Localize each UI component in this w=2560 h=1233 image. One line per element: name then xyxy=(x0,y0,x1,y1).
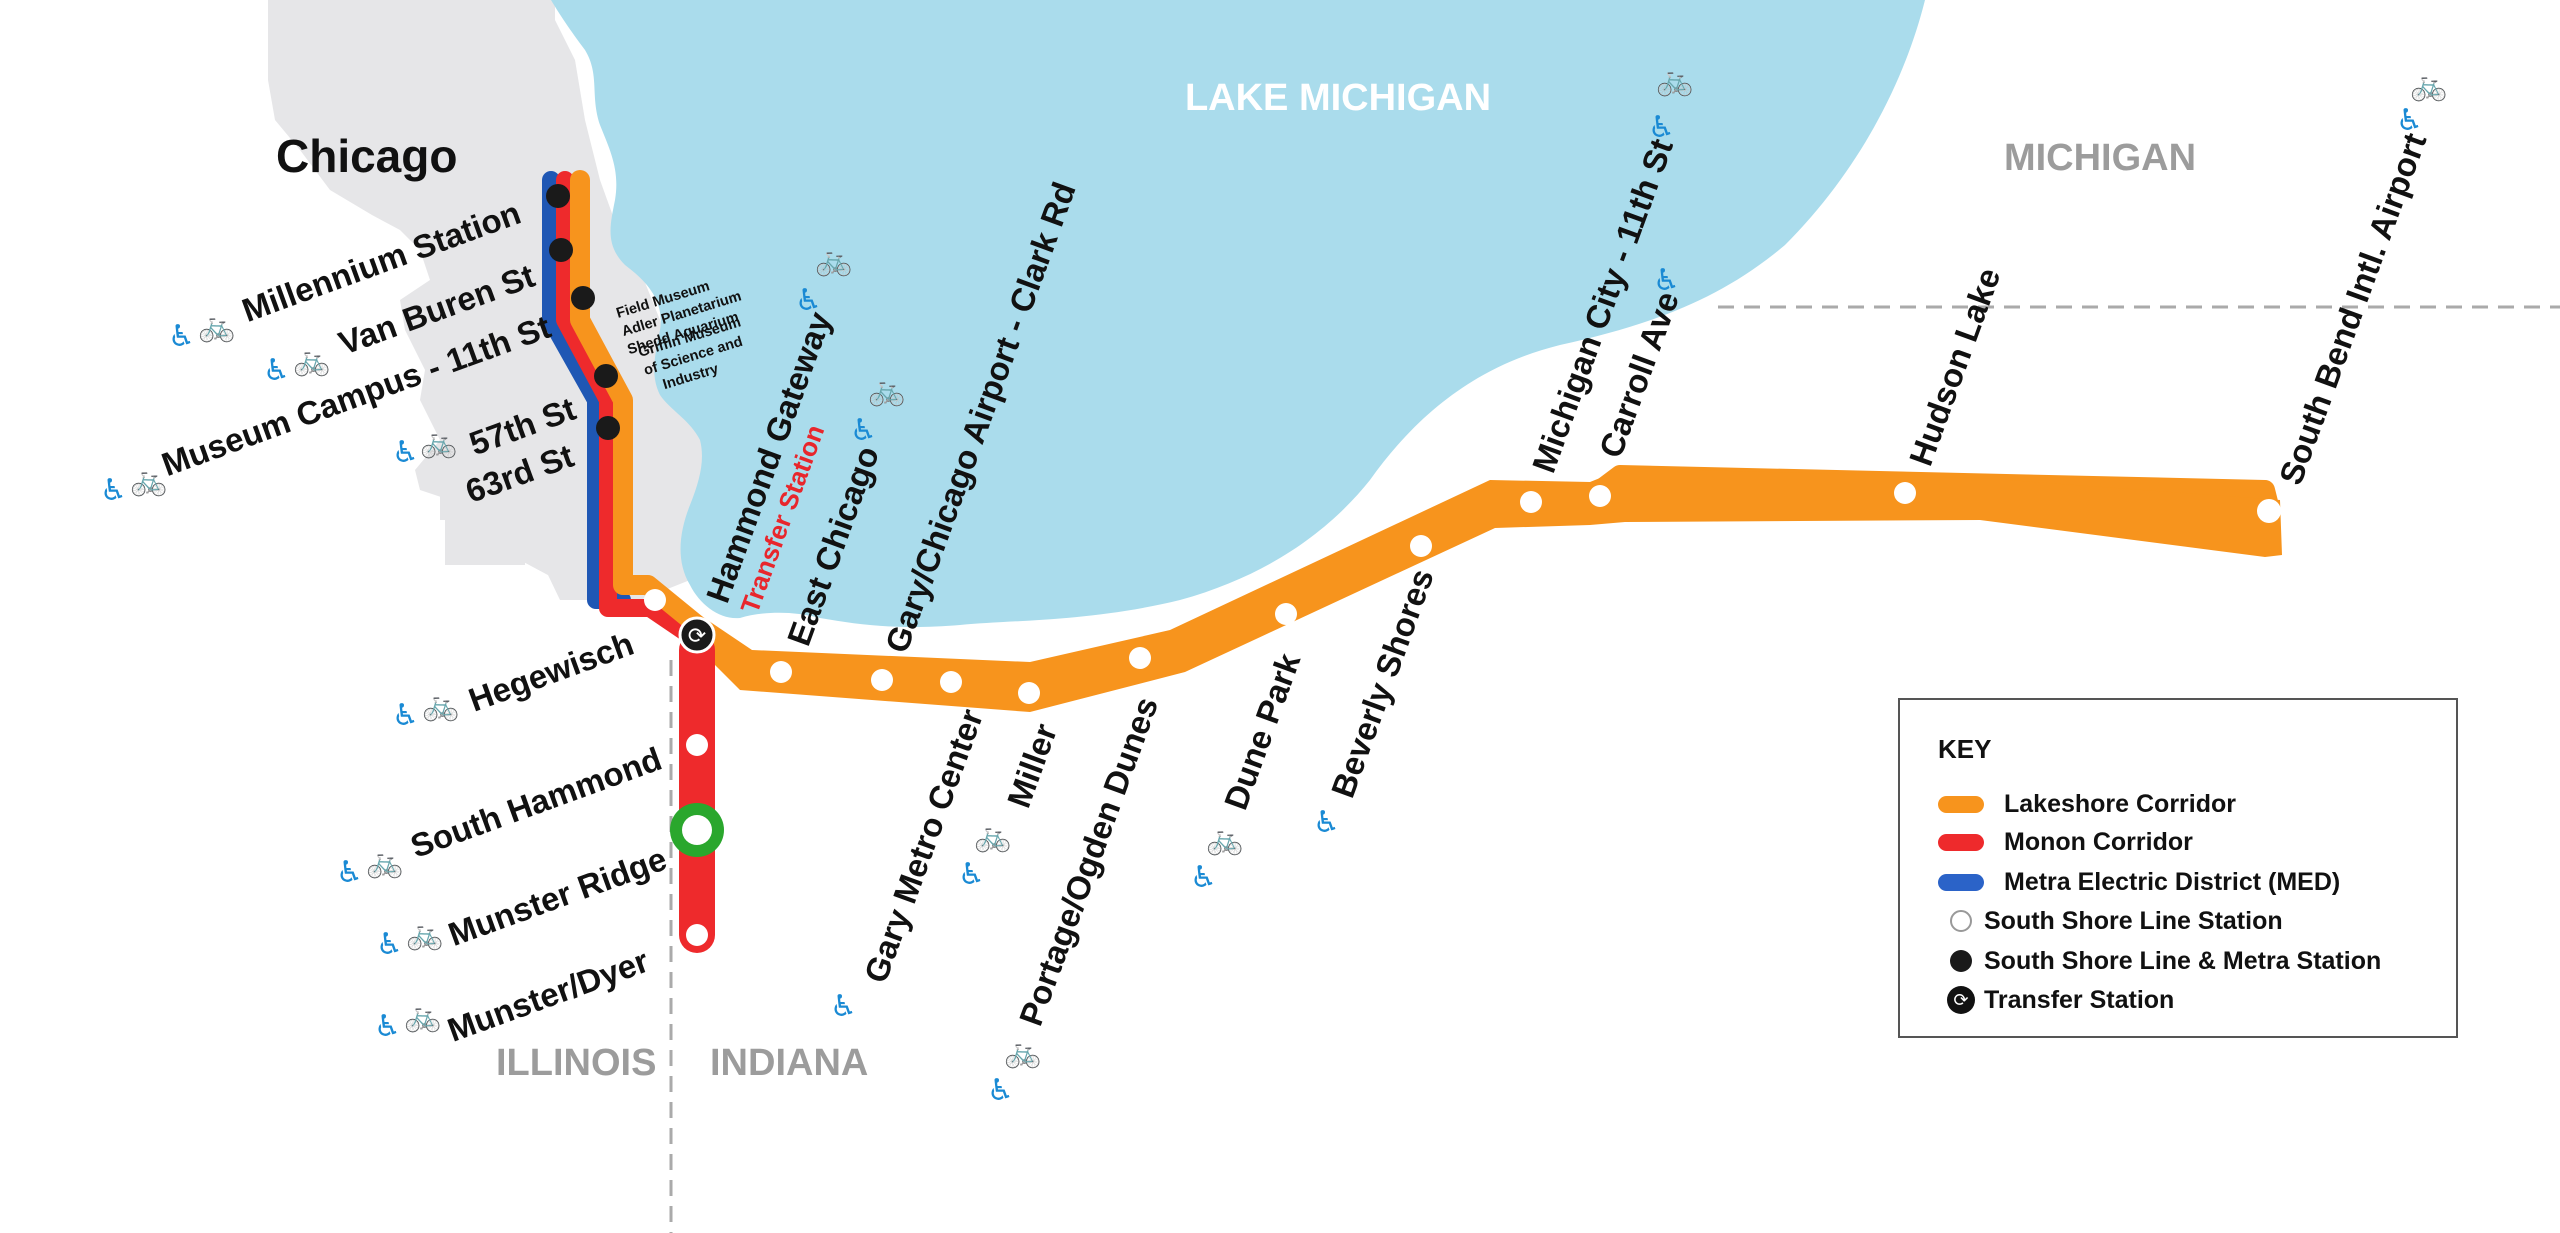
station-portage[interactable] xyxy=(1129,647,1151,669)
key-row-ssl-station: South Shore Line Station xyxy=(1938,903,2283,939)
bicycle-icon: 🚲 xyxy=(198,309,235,344)
station-munster-dyer[interactable] xyxy=(686,924,708,946)
monon-swatch xyxy=(1938,833,1984,851)
station-munster-ridge[interactable] xyxy=(682,815,712,845)
station-east-chicago[interactable] xyxy=(770,661,792,683)
wheelchair-icon: ♿ xyxy=(263,353,290,388)
station-hudson-lake[interactable] xyxy=(1894,482,1916,504)
label-dune-park: Dune Park xyxy=(1217,648,1308,815)
key-row-transfer: ⟳ Transfer Station xyxy=(1938,982,2174,1018)
wheelchair-icon: ♿ xyxy=(168,319,195,354)
key-label-transfer: Transfer Station xyxy=(1984,985,2175,1014)
metra-swatch xyxy=(1938,873,1984,891)
station-museum-campus[interactable] xyxy=(571,286,595,310)
land-patch-1 xyxy=(440,470,560,520)
key-label-ssl-metra-station: South Shore Line & Metra Station xyxy=(1984,946,2382,975)
key-label-ssl-station: South Shore Line Station xyxy=(1984,906,2283,935)
bicycle-icon: 🚲 xyxy=(815,243,852,278)
bicycle-icon: 🚲 xyxy=(420,425,457,460)
bicycle-icon: 🚲 xyxy=(1206,822,1243,857)
label-miller: Miller xyxy=(1000,719,1064,813)
station-michigan-city[interactable] xyxy=(1520,491,1542,513)
label-hudson-lake: Hudson Lake xyxy=(1902,263,2008,470)
key-row-ssl-metra-station: South Shore Line & Metra Station xyxy=(1938,943,2381,979)
map-key: KEY Lakeshore Corridor Monon Corridor Me… xyxy=(1898,698,2458,1038)
key-label-metra: Metra Electric District (MED) xyxy=(2004,867,2341,896)
label-munster-ridge: Munster Ridge xyxy=(443,840,671,953)
bicycle-icon: 🚲 xyxy=(406,917,443,952)
station-63rd[interactable] xyxy=(596,416,620,440)
land-patch-2 xyxy=(445,515,525,565)
bicycle-icon: 🚲 xyxy=(293,343,330,378)
wheelchair-icon: ♿ xyxy=(830,989,857,1024)
station-hegewisch[interactable] xyxy=(644,589,666,611)
bicycle-icon: 🚲 xyxy=(130,463,167,498)
key-label-lakeshore: Lakeshore Corridor xyxy=(2004,789,2237,818)
bicycle-icon: 🚲 xyxy=(868,373,905,408)
bicycle-icon: 🚲 xyxy=(1004,1035,1041,1070)
indiana-label: INDIANA xyxy=(710,1042,868,1084)
wheelchair-icon: ♿ xyxy=(100,473,127,508)
lakeshore-corridor-east xyxy=(1625,468,2282,557)
wheelchair-icon: ♿ xyxy=(392,698,419,733)
wheelchair-icon: ♿ xyxy=(1653,263,1680,298)
label-munster-dyer: Munster/Dyer xyxy=(443,942,654,1049)
key-label-monon: Monon Corridor xyxy=(2004,827,2193,856)
wheelchair-icon: ♿ xyxy=(392,435,419,470)
label-south-bend: South Bend Intl. Airport xyxy=(2272,128,2434,489)
bicycle-icon: 🚲 xyxy=(404,999,441,1034)
city-label: Chicago xyxy=(276,130,457,182)
station-millennium[interactable] xyxy=(546,184,570,208)
ssl-metra-station-swatch xyxy=(1950,950,1972,972)
wheelchair-icon: ♿ xyxy=(987,1073,1014,1108)
wheelchair-icon: ♿ xyxy=(1313,805,1340,840)
illinois-label: ILLINOIS xyxy=(496,1042,656,1084)
wheelchair-icon: ♿ xyxy=(376,927,403,962)
station-gary-metro[interactable] xyxy=(940,671,962,693)
key-row-lakeshore: Lakeshore Corridor xyxy=(1938,786,2236,822)
bicycle-icon: 🚲 xyxy=(2410,68,2447,103)
lake-michigan xyxy=(551,0,1925,628)
ssl-station-swatch xyxy=(1950,910,1972,932)
michigan-label: MICHIGAN xyxy=(2004,137,2196,179)
lakeshore-corridor-central xyxy=(1030,468,1625,712)
wheelchair-icon: ♿ xyxy=(795,283,822,318)
transfer-icon: ⟳ xyxy=(1947,986,1975,1014)
station-57th[interactable] xyxy=(594,364,618,388)
station-south-hammond[interactable] xyxy=(686,734,708,756)
wheelchair-icon: ♿ xyxy=(1648,110,1675,145)
lakeshore-corridor-west xyxy=(690,615,1030,712)
station-miller[interactable] xyxy=(1018,682,1040,704)
bicycle-icon: 🚲 xyxy=(1656,63,1693,98)
station-hammond-gateway[interactable] xyxy=(678,616,716,654)
label-gary-metro: Gary Metro Center xyxy=(857,704,990,987)
station-van-buren[interactable] xyxy=(549,238,573,262)
station-gary-airport[interactable] xyxy=(871,669,893,691)
key-title: KEY xyxy=(1938,734,1992,764)
station-carroll-ave[interactable] xyxy=(1589,485,1611,507)
key-row-metra: Metra Electric District (MED) xyxy=(1938,864,2340,900)
wheelchair-icon: ♿ xyxy=(958,857,985,892)
key-row-monon: Monon Corridor xyxy=(1938,824,2193,860)
bicycle-icon: 🚲 xyxy=(422,688,459,723)
lake-label: LAKE MICHIGAN xyxy=(1185,77,1491,119)
wheelchair-icon: ♿ xyxy=(1190,860,1217,895)
label-south-hammond: South Hammond xyxy=(406,740,667,865)
bicycle-icon: 🚲 xyxy=(974,819,1011,854)
wheelchair-icon: ♿ xyxy=(2396,103,2423,138)
bicycle-icon: 🚲 xyxy=(366,845,403,880)
lakeshore-swatch xyxy=(1938,795,1984,813)
wheelchair-icon: ♿ xyxy=(850,413,877,448)
transfer-icon: ⟳ xyxy=(688,624,706,649)
station-dune-park[interactable] xyxy=(1275,603,1297,625)
station-south-bend[interactable] xyxy=(2257,499,2281,523)
station-beverly-shores[interactable] xyxy=(1410,535,1432,557)
wheelchair-icon: ♿ xyxy=(336,855,363,890)
label-hegewisch: Hegewisch xyxy=(464,625,639,719)
wheelchair-icon: ♿ xyxy=(374,1009,401,1044)
label-beverly-shores: Beverly Shores xyxy=(1324,564,1441,802)
